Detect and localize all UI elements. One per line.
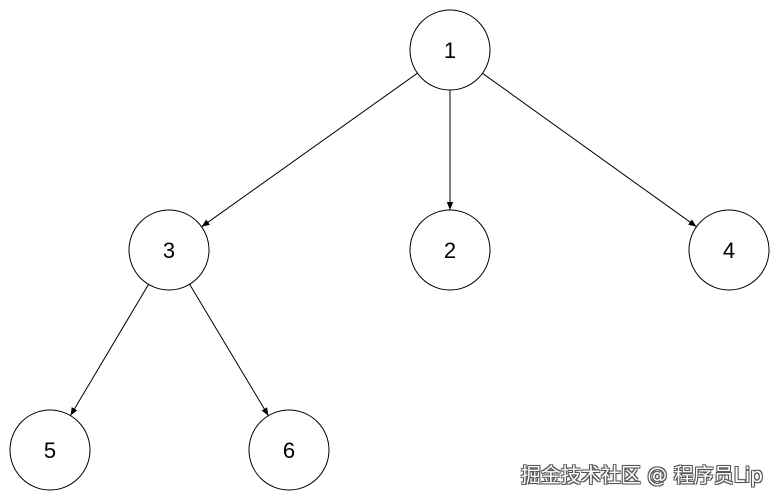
node-label: 4 [723,238,735,263]
nodes-layer: 1 3 2 4 5 6 [9,9,770,491]
node-label: 5 [44,438,56,463]
edge-n3-to-n6 [189,284,269,416]
edge-n1-to-n4 [482,72,697,228]
edge-n3-to-n5 [70,284,149,416]
tree-node-2: 2 [409,209,491,291]
tree-node-4: 4 [688,209,770,291]
node-label: 3 [163,238,175,263]
node-label: 6 [283,438,295,463]
node-label: 1 [444,38,456,63]
edge-n1-to-n3 [201,72,418,228]
node-circle [688,209,770,291]
node-circle [9,409,91,491]
node-label: 2 [444,238,456,263]
edges-layer [70,72,697,416]
node-circle [409,9,491,91]
node-circle [409,209,491,291]
tree-node-1: 1 [409,9,491,91]
node-circle [128,209,210,291]
tree-node-6: 6 [248,409,330,491]
node-circle [248,409,330,491]
tree-node-5: 5 [9,409,91,491]
tree-node-3: 3 [128,209,210,291]
watermark-text: 掘金技术社区 @ 程序员Lip [520,463,763,487]
